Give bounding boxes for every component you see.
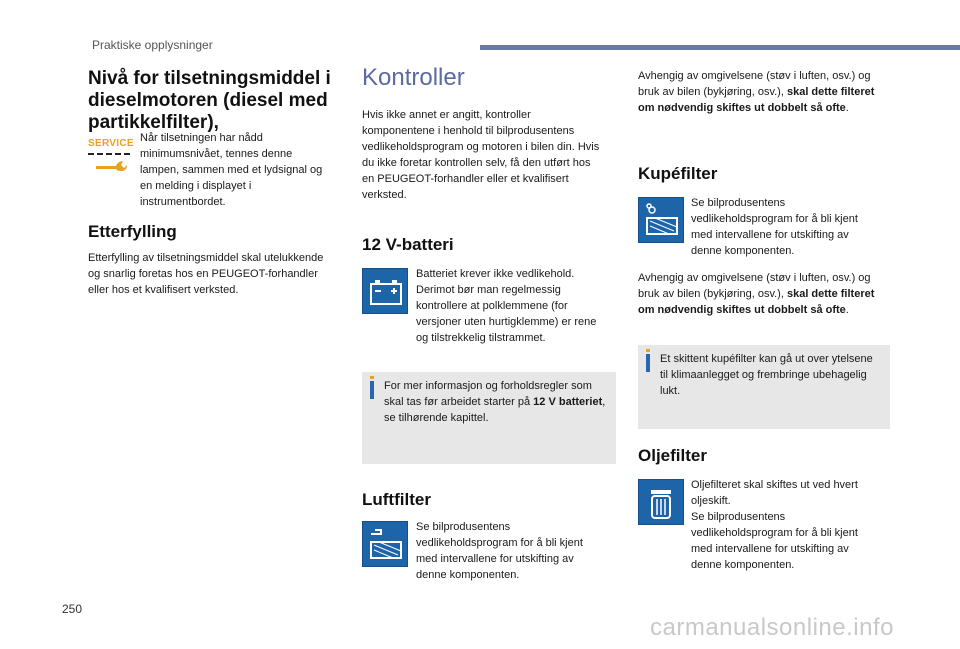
battery-title: 12 V-batteri <box>362 235 454 254</box>
cabin-info-box: Et skittent kupéfilter kan gå ut over yt… <box>638 345 890 429</box>
service-text: Når tilsetningen har nådd minimumsnivået… <box>140 132 323 208</box>
airfilter-text: Se bilprodusentens vedlikeholdsprogram f… <box>416 521 583 581</box>
controls-title: Kontroller <box>362 64 465 91</box>
refill-text: Etterfylling av tilsetningsmiddel skal u… <box>88 252 324 296</box>
cabin-filter-text: Se bilprodusentens vedlikeholdsprogram f… <box>691 197 858 257</box>
oil-filter-icon <box>638 479 684 525</box>
refill-title: Etterfylling <box>88 222 177 241</box>
column-1: Nivå for tilsetningsmiddel i dieselmotor… <box>88 68 340 134</box>
environment-note-2: Avhengig av omgivelsene (støv i luften, … <box>638 272 875 316</box>
service-warning-icon: SERVICE <box>88 138 134 178</box>
oil-filter-text-2: Se bilprodusentens vedlikeholdsprogram f… <box>691 511 858 571</box>
watermark: carmanualsonline.info <box>650 614 894 641</box>
oil-filter-text-1: Oljefilteret skal skiftes ut ved hvert o… <box>691 479 858 507</box>
air-filter-icon <box>362 521 408 567</box>
cabin-filter-title: Kupéfilter <box>638 164 718 183</box>
controls-intro: Hvis ikke annet er angitt, kontroller ko… <box>362 109 600 201</box>
page-number: 250 <box>62 602 83 616</box>
battery-icon <box>362 268 408 314</box>
battery-info-box: For mer informasjon og forholdsregler so… <box>362 372 616 464</box>
wrench-icon <box>96 161 127 171</box>
battery-text: Batteriet krever ikke vedlikehold. Derim… <box>416 268 597 344</box>
header-bar <box>480 45 960 50</box>
airfilter-title: Luftfilter <box>362 490 431 509</box>
info-icon <box>370 376 374 399</box>
oil-filter-title: Oljefilter <box>638 446 707 465</box>
section-header: Praktiske opplysninger <box>92 38 213 52</box>
info-icon <box>646 349 650 372</box>
environment-note-1: Avhengig av omgivelsene (støv i luften, … <box>638 70 875 114</box>
additive-level-title: Nivå for tilsetningsmiddel i dieselmotor… <box>88 68 331 133</box>
cabin-filter-icon <box>638 197 684 243</box>
